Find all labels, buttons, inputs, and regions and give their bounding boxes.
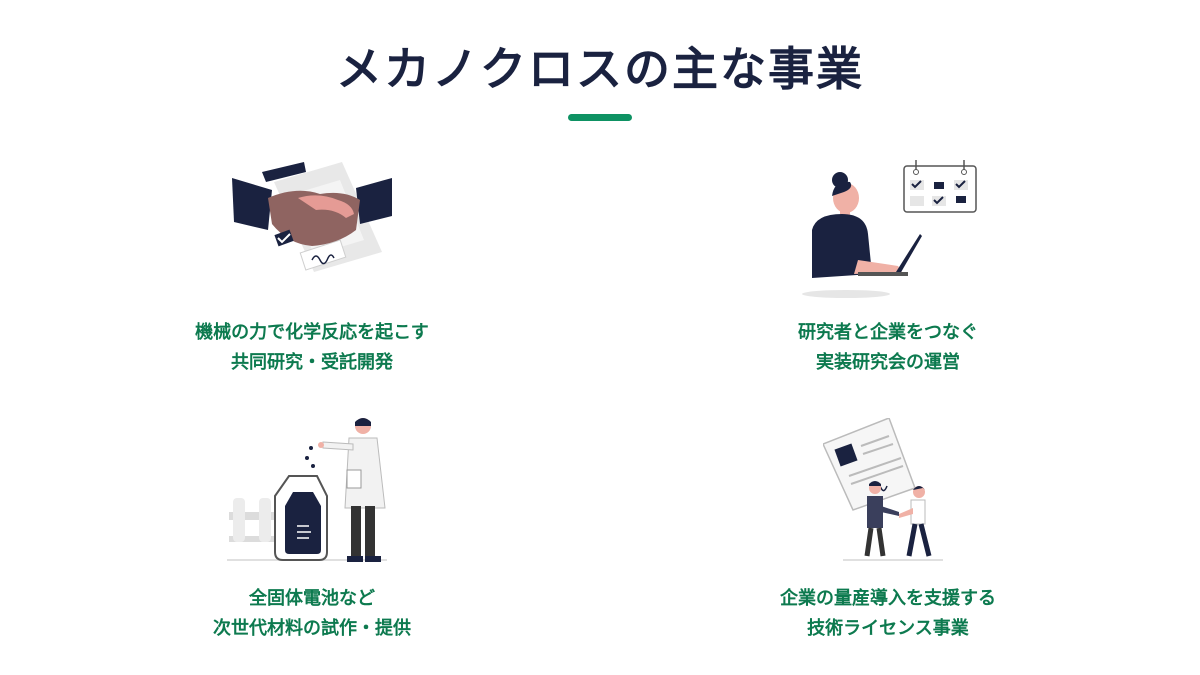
contract-handshake-icon — [823, 418, 943, 561]
title-underline — [568, 114, 632, 121]
business-line2: 次世代材料の試作・提供 — [213, 618, 411, 639]
business-line1: 企業の量産導入を支援する — [780, 588, 996, 609]
researcher-laptop-icon — [802, 160, 977, 298]
business-card-tech-license: 企業の量産導入を支援する 技術ライセンス事業 — [688, 418, 1088, 644]
business-line2: 実装研究会の運営 — [816, 352, 960, 373]
business-line1: 全固体電池など — [249, 588, 375, 609]
business-line2: 共同研究・受託開発 — [231, 352, 393, 373]
business-line1: 機械の力で化学反応を起こす — [195, 322, 429, 343]
business-card-research-society: 研究者と企業をつなぐ 実装研究会の運営 — [688, 160, 1088, 378]
lab-scientist-icon — [227, 418, 387, 562]
business-card-materials-prototype: 全固体電池など 次世代材料の試作・提供 — [112, 418, 512, 644]
business-card-joint-research: 機械の力で化学反応を起こす 共同研究・受託開発 — [112, 160, 512, 378]
handshake-icon — [232, 162, 392, 272]
business-line1: 研究者と企業をつなぐ — [798, 322, 978, 343]
business-line2: 技術ライセンス事業 — [807, 618, 969, 639]
page-title: メカノクロスの主な事業 — [336, 42, 864, 96]
